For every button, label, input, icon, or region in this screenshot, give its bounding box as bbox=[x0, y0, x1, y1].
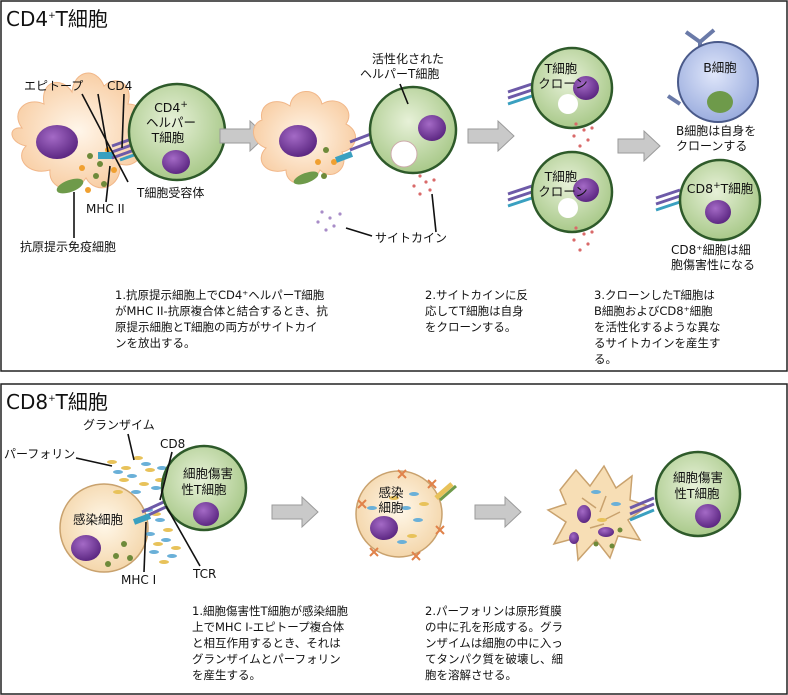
label-cd8: CD8 bbox=[160, 437, 185, 451]
svg-text:を産生する。: を産生する。 bbox=[192, 668, 261, 682]
t-cell-clone-a: T細胞 クローン bbox=[507, 46, 614, 130]
ctl-label-2: 性T細胞 bbox=[181, 482, 227, 497]
label-leaders-1 bbox=[73, 93, 129, 238]
cytotoxic-t-cell-2: 細胞傷害 性T細胞 bbox=[629, 450, 742, 538]
svg-text:1.細胞傷害性T細胞が感染細胞: 1.細胞傷害性T細胞が感染細胞 bbox=[192, 604, 348, 618]
bcell-outcome-1: B細胞は自身を bbox=[676, 123, 756, 138]
apc-nucleus bbox=[36, 125, 78, 159]
arrow-5 bbox=[474, 495, 522, 529]
panel-cd4 bbox=[0, 0, 788, 372]
cd8-t-cell-panel1: CD8+T細胞 bbox=[655, 158, 762, 242]
svg-text:1.抗原提示細胞上でCD4⁺ヘルパーT細胞: 1.抗原提示細胞上でCD4⁺ヘルパーT細胞 bbox=[115, 288, 325, 302]
granzyme-perforin-particles bbox=[107, 456, 181, 564]
svg-text:と相互作用するとき、それは: と相互作用するとき、それは bbox=[192, 636, 341, 650]
cd8-outcome-2: 胞傷害性になる bbox=[671, 257, 755, 272]
svg-text:2.サイトカインに反: 2.サイトカインに反 bbox=[425, 288, 528, 302]
arrow-4 bbox=[271, 495, 319, 529]
infected-cell: 感染細胞 bbox=[59, 483, 149, 573]
svg-text:B細胞およびCD8⁺細胞: B細胞およびCD8⁺細胞 bbox=[594, 304, 713, 318]
svg-text:ンザイムは細胞の中に入っ: ンザイムは細胞の中に入っ bbox=[425, 636, 563, 650]
label-epitope: エピトープ bbox=[24, 79, 83, 93]
ctl2-label-1: 細胞傷害 bbox=[673, 470, 723, 485]
svg-text:を活性化するような異な: を活性化するような異な bbox=[594, 320, 721, 334]
cd8-outcome-1: CD8⁺細胞は細 bbox=[671, 243, 751, 257]
helper-label-3: T細胞 bbox=[151, 130, 185, 145]
label-mhc1: MHC I bbox=[121, 573, 156, 587]
panel-cd8-title: CD8+T細胞 bbox=[6, 390, 108, 414]
svg-text:をクローンする。: をクローンする。 bbox=[425, 320, 516, 334]
cytokine-cloud-3 bbox=[572, 122, 594, 148]
cytotoxic-t-cell: 細胞傷害 性T細胞 bbox=[160, 444, 248, 532]
svg-text:応してT細胞は自身: 応してT細胞は自身 bbox=[425, 304, 524, 318]
clone-b-label-2: クローン bbox=[538, 184, 587, 199]
svg-text:胞を溶解させる。: 胞を溶解させる。 bbox=[425, 668, 517, 682]
cytokine-cloud-2 bbox=[316, 210, 342, 232]
svg-text:2.パーフォリンは原形質膜: 2.パーフォリンは原形質膜 bbox=[425, 604, 562, 618]
cd4-helper-t-cell: CD4+ ヘルパー T細胞 bbox=[127, 82, 227, 182]
ctl-label-1: 細胞傷害 bbox=[183, 466, 233, 481]
svg-text:グランザイムとパーフォリン: グランザイムとパーフォリン bbox=[192, 652, 341, 666]
caption-1-2: 2.サイトカインに反 応してT細胞は自身 をクローンする。 bbox=[425, 288, 528, 334]
svg-text:原提示細胞とT細胞の両方がサイトカイ: 原提示細胞とT細胞の両方がサイトカイ bbox=[115, 320, 318, 334]
svg-text:てタンパク質を破壊し、細: てタンパク質を破壊し、細 bbox=[425, 652, 563, 666]
lysed-cell bbox=[546, 464, 650, 562]
apc-cell-2 bbox=[253, 91, 356, 185]
b-cell: B細胞 bbox=[666, 28, 759, 123]
label-activated-2: ヘルパーT細胞 bbox=[360, 67, 439, 81]
infected-cell-attacked: 感染 細胞 bbox=[355, 469, 457, 561]
cytokine-cloud-1 bbox=[412, 174, 436, 196]
label-tcr-2: TCR bbox=[192, 567, 216, 581]
helper-label-1: CD4+ bbox=[154, 100, 188, 115]
apc-cell bbox=[11, 72, 145, 194]
bcell-outcome-2: クローンする bbox=[676, 139, 747, 153]
svg-text:上でMHC I-エピトープ複合体: 上でMHC I-エピトープ複合体 bbox=[192, 620, 345, 634]
label-perforin: パーフォリン bbox=[4, 447, 75, 461]
svg-text:ンを放出する。: ンを放出する。 bbox=[115, 336, 196, 350]
arrow-3 bbox=[617, 129, 661, 163]
caption-2-2: 2.パーフォリンは原形質膜 の中に孔を形成する。グラ ンザイムは細胞の中に入っ … bbox=[425, 604, 563, 682]
panel-cd4-title: CD4+T細胞 bbox=[6, 7, 108, 31]
ctl2-label-2: 性T細胞 bbox=[674, 486, 720, 501]
caption-2-1: 1.細胞傷害性T細胞が感染細胞 上でMHC I-エピトープ複合体 と相互作用する… bbox=[192, 604, 348, 682]
cd8-label-1: CD8+T細胞 bbox=[687, 181, 754, 196]
caption-1-1: 1.抗原提示細胞上でCD4⁺ヘルパーT細胞 がMHC II-抗原複合体と結合する… bbox=[115, 288, 328, 350]
label-mhc2: MHC II bbox=[86, 202, 125, 216]
helper-label-2: ヘルパー bbox=[146, 115, 196, 130]
t-cell-clone-b: T細胞 クローン bbox=[507, 150, 614, 234]
b-cell-label: B細胞 bbox=[703, 60, 737, 75]
caption-1-3: 3.クローンしたT細胞は B細胞およびCD8⁺細胞 を活性化するような異な るサ… bbox=[594, 288, 721, 366]
label-apc: 抗原提示免疫細胞 bbox=[20, 239, 116, 254]
svg-text:る。: る。 bbox=[594, 352, 617, 366]
activated-helper-t-cell bbox=[368, 85, 458, 175]
svg-text:3.クローンしたT細胞は: 3.クローンしたT細胞は bbox=[594, 288, 715, 302]
infected2-label-2: 細胞 bbox=[378, 500, 404, 515]
label-leaders-2 bbox=[345, 83, 437, 237]
svg-text:るサイトカインを産生す: るサイトカインを産生す bbox=[594, 336, 721, 350]
label-leaders-3 bbox=[75, 433, 201, 573]
infected-label: 感染細胞 bbox=[73, 512, 124, 527]
infected2-label-1: 感染 bbox=[378, 485, 404, 500]
label-cytokine: サイトカイン bbox=[375, 231, 447, 245]
cytokine-cloud-4 bbox=[572, 226, 594, 252]
helper-nucleus bbox=[162, 150, 190, 174]
label-tcr: T細胞受容体 bbox=[136, 185, 204, 200]
clone-a-label-1: T細胞 bbox=[544, 61, 578, 76]
clone-b-label-1: T細胞 bbox=[544, 169, 578, 184]
svg-text:がMHC II-抗原複合体と結合するとき、抗: がMHC II-抗原複合体と結合するとき、抗 bbox=[115, 304, 328, 318]
clone-a-label-2: クローン bbox=[538, 76, 587, 91]
svg-text:の中に孔を形成する。グラ: の中に孔を形成する。グラ bbox=[425, 620, 563, 634]
label-activated-1: 活性化された bbox=[372, 52, 444, 66]
apc-organelle bbox=[56, 178, 84, 194]
mhc2-receptor-2 bbox=[334, 151, 354, 163]
arrow-2 bbox=[467, 119, 515, 153]
label-granzyme: グランザイム bbox=[83, 418, 155, 432]
label-cd4: CD4 bbox=[107, 79, 132, 93]
